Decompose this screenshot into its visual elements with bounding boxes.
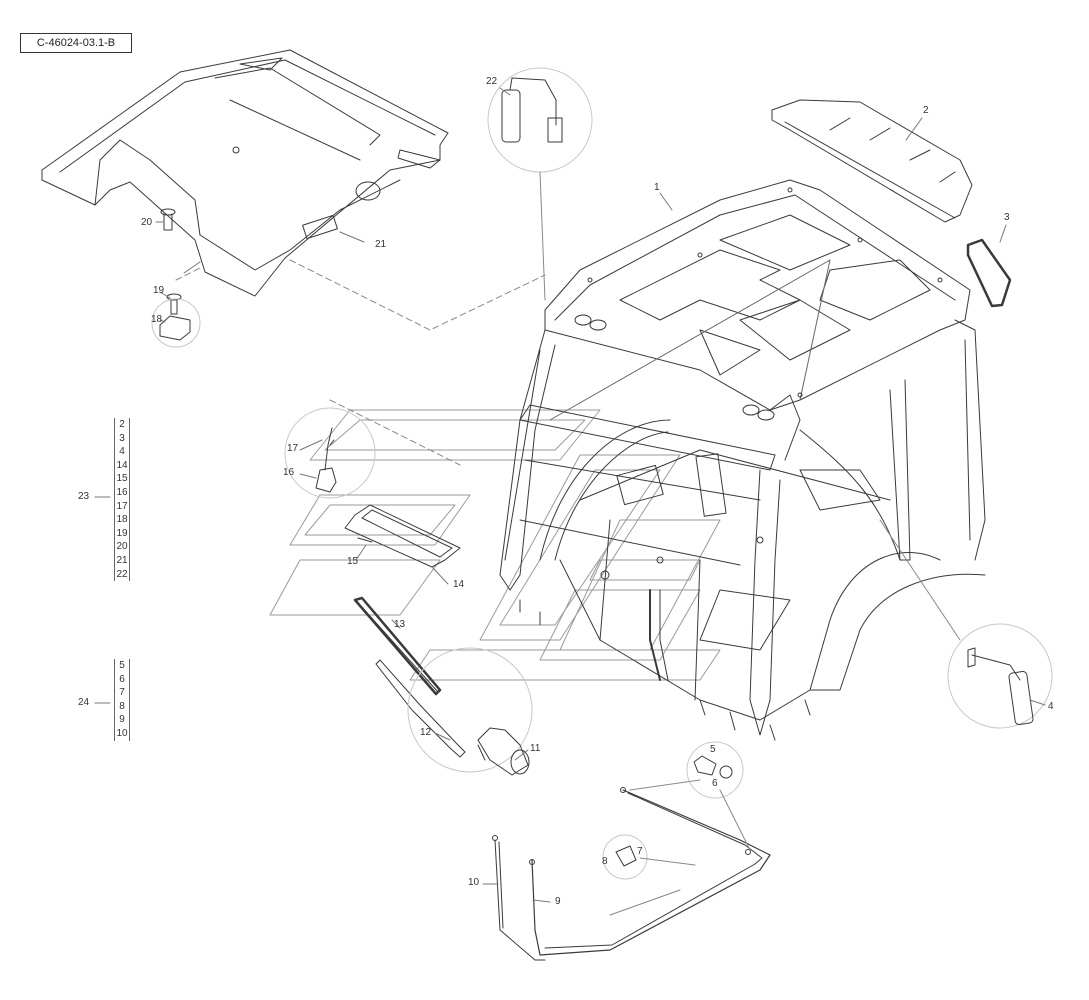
callout-6: 6	[712, 778, 718, 789]
reference-code: C-46024-03.1-B	[20, 33, 132, 53]
group-23-item: 18	[116, 514, 128, 526]
group-23-item: 19	[116, 527, 128, 539]
callout-4: 4	[1048, 701, 1054, 712]
headliner-part-21	[41, 49, 449, 297]
callout-2: 2	[923, 105, 929, 116]
group-23-item: 14	[116, 459, 128, 471]
callout-15: 15	[347, 556, 359, 567]
cab-frame-part-1	[499, 179, 986, 741]
group-23-item: 21	[116, 554, 128, 566]
wiper-arm-part-12	[375, 659, 466, 758]
group-23-label: 23	[78, 491, 90, 502]
group-24-list: 5 6 7 8 9 10	[114, 659, 130, 741]
group-23-item: 2	[119, 419, 125, 430]
leader-dashed-lines	[175, 259, 546, 466]
screw-part-19	[166, 293, 182, 315]
seal-part-3	[966, 238, 1012, 308]
group-23-item: 20	[116, 541, 128, 553]
callout-22: 22	[486, 76, 498, 87]
callout-16: 16	[283, 467, 295, 478]
washer-hoses-part-9-10	[492, 779, 771, 961]
group-23-item: 16	[116, 486, 128, 498]
group-23-item: 17	[116, 500, 128, 512]
sun-visor-part-14	[344, 504, 461, 568]
connector-part-7	[602, 834, 648, 880]
group-24-item: 6	[119, 673, 125, 685]
group-23-item: 22	[116, 568, 128, 580]
roof-cap-part-2	[771, 99, 973, 223]
washer-nozzle-part-5	[686, 741, 744, 799]
callout-8: 8	[602, 856, 608, 867]
group-23-list: 2 3 4 14 15 16 17 18 19 20 21 22	[114, 418, 130, 582]
callout-leaders	[94, 87, 1046, 903]
callout-17: 17	[287, 443, 299, 454]
group-24-item: 7	[119, 687, 125, 699]
group-24-item: 9	[119, 714, 125, 726]
group-23-item: 4	[119, 446, 125, 458]
callout-7: 7	[637, 846, 643, 857]
callout-10: 10	[468, 877, 480, 888]
group-24-label: 24	[78, 697, 90, 708]
mirror-part-22	[487, 67, 593, 301]
callout-18: 18	[151, 314, 163, 325]
callout-20: 20	[141, 217, 153, 228]
wiper-blade-part-13	[353, 596, 442, 696]
callout-13: 13	[394, 619, 406, 630]
callout-3: 3	[1004, 212, 1010, 223]
callout-5: 5	[710, 744, 716, 755]
callout-21: 21	[375, 239, 387, 250]
callout-9: 9	[555, 896, 561, 907]
group-24-item: 10	[116, 727, 128, 739]
clip-part-18	[151, 298, 201, 348]
callout-1: 1	[654, 182, 660, 193]
interior-light-part-16	[284, 407, 376, 499]
wiper-motor-part-11	[407, 647, 533, 776]
group-24-item: 8	[119, 700, 125, 712]
group-23-item: 3	[119, 432, 125, 444]
callout-11: 11	[530, 743, 541, 754]
callout-12: 12	[420, 727, 432, 738]
mirror-part-4	[947, 623, 1053, 729]
group-23-item: 15	[116, 473, 128, 485]
callout-14: 14	[453, 579, 465, 590]
watermark-logo	[269, 409, 721, 681]
group-24-item: 5	[119, 660, 125, 671]
callout-19: 19	[153, 285, 165, 296]
